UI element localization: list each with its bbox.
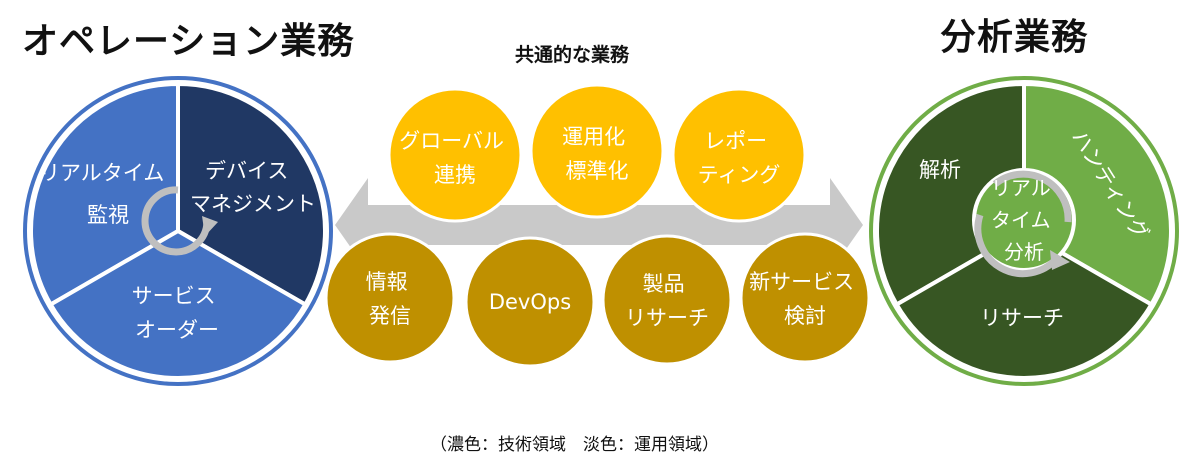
ops-segment-realtime <box>29 81 180 308</box>
analysis-pie <box>869 76 1179 386</box>
operations-pie <box>23 76 333 386</box>
analysis-title: 分析業務 <box>940 17 1089 58</box>
double-arrow <box>335 178 863 272</box>
ops-segment-device <box>176 81 327 308</box>
ops-label-device: デバイス マネジメント <box>190 159 316 216</box>
common-circle-devops <box>464 236 596 368</box>
ana-label-research: リサーチ <box>980 306 1064 330</box>
common-circle-standard <box>529 83 665 219</box>
common-circle-newservice <box>739 232 871 364</box>
ops-label-realtime: リアルタイム 監視 <box>39 161 171 227</box>
common-label-devops: DevOps <box>489 290 571 314</box>
common-title: 共通的な業務 <box>515 44 630 66</box>
common-circle-product <box>601 234 733 366</box>
common-circle-global <box>387 87 523 223</box>
common-circle-report <box>671 87 807 223</box>
common-label-info: 情報 発信 <box>366 270 415 328</box>
ops-segment-order <box>47 228 309 380</box>
common-label-product: 製品 リサーチ <box>625 272 709 330</box>
common-label-global: グローバル 連携 <box>399 129 510 187</box>
common-circle-info <box>324 232 456 364</box>
operations-title: オペレーション業務 <box>22 21 355 62</box>
common-label-standard: 運用化 標準化 <box>562 125 632 183</box>
cycle-arrow-icon <box>141 186 218 256</box>
ana-label-analysis: 解析 <box>919 158 961 182</box>
common-label-report: レポー ティング <box>698 129 781 187</box>
legend-note: （濃色：技術領域 淡色：運用領域） <box>430 435 719 455</box>
common-label-newservice: 新サービス 検討 <box>749 270 861 328</box>
ops-label-order: サービス オーダー <box>132 284 223 342</box>
cycle-arrow-icon <box>974 170 1072 278</box>
ana-label-center: リアル タイム 分析 <box>991 176 1057 264</box>
ana-center-circle <box>972 168 1076 272</box>
ana-segment-research <box>893 228 1155 380</box>
